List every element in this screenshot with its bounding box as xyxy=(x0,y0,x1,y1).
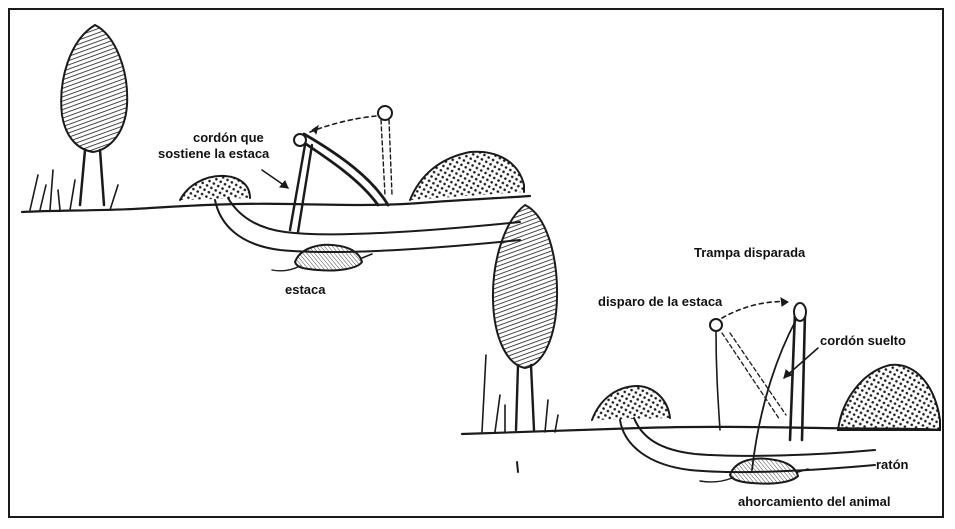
tree-bottom xyxy=(493,205,557,430)
label-disparo-estaca: disparo de la estaca xyxy=(598,294,722,309)
label-estaca: estaca xyxy=(285,282,325,297)
tree-top-left xyxy=(61,25,127,205)
set-trap-scene xyxy=(22,25,530,271)
label-cordon-sostiene-line1: cordón que xyxy=(193,130,264,145)
label-cordon-suelto: cordón suelto xyxy=(820,333,906,348)
label-raton: ratón xyxy=(876,457,909,472)
label-cordon-sostiene-line2: sostiene la estaca xyxy=(158,146,269,161)
mouse-top xyxy=(272,245,372,271)
label-trampa-disparada: Trampa disparada xyxy=(694,245,805,260)
label-ahorcamiento: ahorcamiento del animal xyxy=(738,494,890,509)
